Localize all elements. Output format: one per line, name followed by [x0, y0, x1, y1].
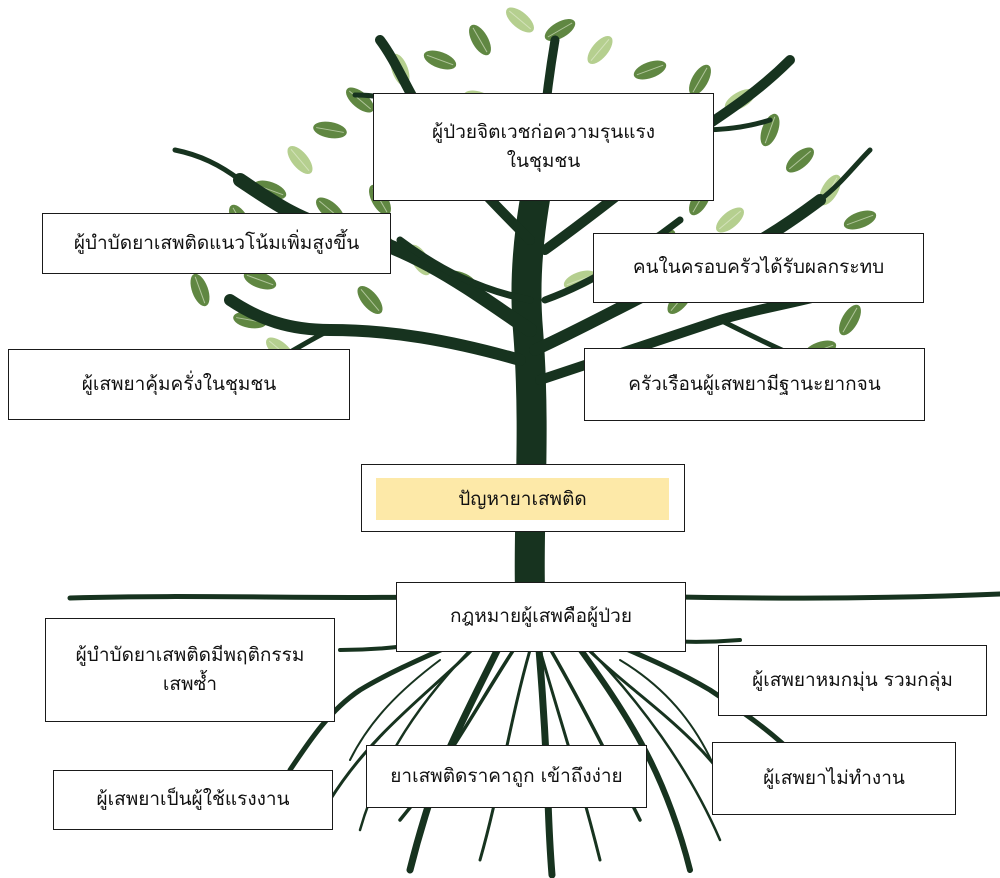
cause-box-relapse: ผู้บำบัดยาเสพติดมีพฤติกรรม เสพซ้ำ: [45, 618, 335, 722]
leaf-vein: [360, 288, 380, 312]
cause-label: ยาเสพติดราคาถูก เข้าถึงง่าย: [390, 764, 623, 787]
effect-label: ผู้ป่วยจิตเวชก่อความรุนแรง ในชุมชน: [432, 120, 655, 172]
effect-label: ผู้บำบัดยาเสพติดแนวโน้มเพิ่มสูงขึ้น: [73, 231, 360, 254]
cause-box-law: กฎหมายผู้เสพคือผู้ป่วย: [396, 582, 686, 652]
leaf-vein: [246, 274, 274, 286]
effect-box-poverty: ครัวเรือนผู้เสพยามีฐานะยากจน: [584, 348, 925, 421]
core-problem-label: ปัญหายาเสพติด: [376, 478, 669, 520]
cause-label: กฎหมายผู้เสพคือผู้ป่วย: [450, 605, 632, 628]
cause-box-unemployed: ผู้เสพยาไม่ทำงาน: [712, 742, 956, 815]
effect-box-rampage: ผู้เสพยาคุ้มครั่งในชุมชน: [8, 349, 350, 420]
leaf-vein: [718, 210, 742, 230]
cause-label: ผู้เสพยาไม่ทำงาน: [763, 766, 905, 789]
leaf-vein: [290, 148, 310, 172]
leaf-vein: [842, 307, 858, 333]
effect-box-treated-rising: ผู้บำบัดยาเสพติดแนวโน้มเพิ่มสูงขึ้น: [42, 213, 391, 274]
leaf-vein: [547, 22, 573, 38]
leaf-vein: [316, 127, 344, 133]
cause-box-laborers: ผู้เสพยาเป็นผู้ใช้แรงงาน: [53, 770, 333, 830]
leaf-vein: [764, 116, 776, 144]
effect-label: ครัวเรือนผู้เสพยามีฐานะยากจน: [628, 372, 881, 395]
effect-box-family-impact: คนในครอบครัวได้รับผลกระทบ: [593, 233, 924, 303]
leaf-vein: [194, 276, 206, 304]
leaf-vein: [472, 27, 488, 53]
cause-label: ผู้บำบัดยาเสพติดมีพฤติกรรม เสพซ้ำ: [75, 643, 305, 695]
leaf-vein: [846, 214, 874, 226]
leaf-vein: [692, 67, 708, 93]
cause-box-gathering: ผู้เสพยาหมกมุ่น รวมกลุ่ม: [718, 645, 987, 716]
cause-label: ผู้เสพยาเป็นผู้ใช้แรงงาน: [96, 788, 290, 811]
effect-label: คนในครอบครัวได้รับผลกระทบ: [632, 256, 885, 279]
leaf-vein: [590, 38, 610, 62]
effect-label: ผู้เสพยาคุ้มครั่งในชุมชน: [81, 372, 277, 395]
cause-box-cheap-drugs: ยาเสพติดราคาถูก เข้าถึงง่าย: [366, 745, 647, 808]
leaf-vein: [508, 10, 532, 30]
leaf-vein: [426, 54, 454, 66]
effect-box-violence: ผู้ป่วยจิตเวชก่อความรุนแรง ในชุมชน: [373, 93, 714, 201]
cause-label: ผู้เสพยาหมกมุ่น รวมกลุ่ม: [752, 668, 953, 691]
leaf-vein: [788, 150, 812, 170]
leaf-vein: [636, 64, 664, 76]
